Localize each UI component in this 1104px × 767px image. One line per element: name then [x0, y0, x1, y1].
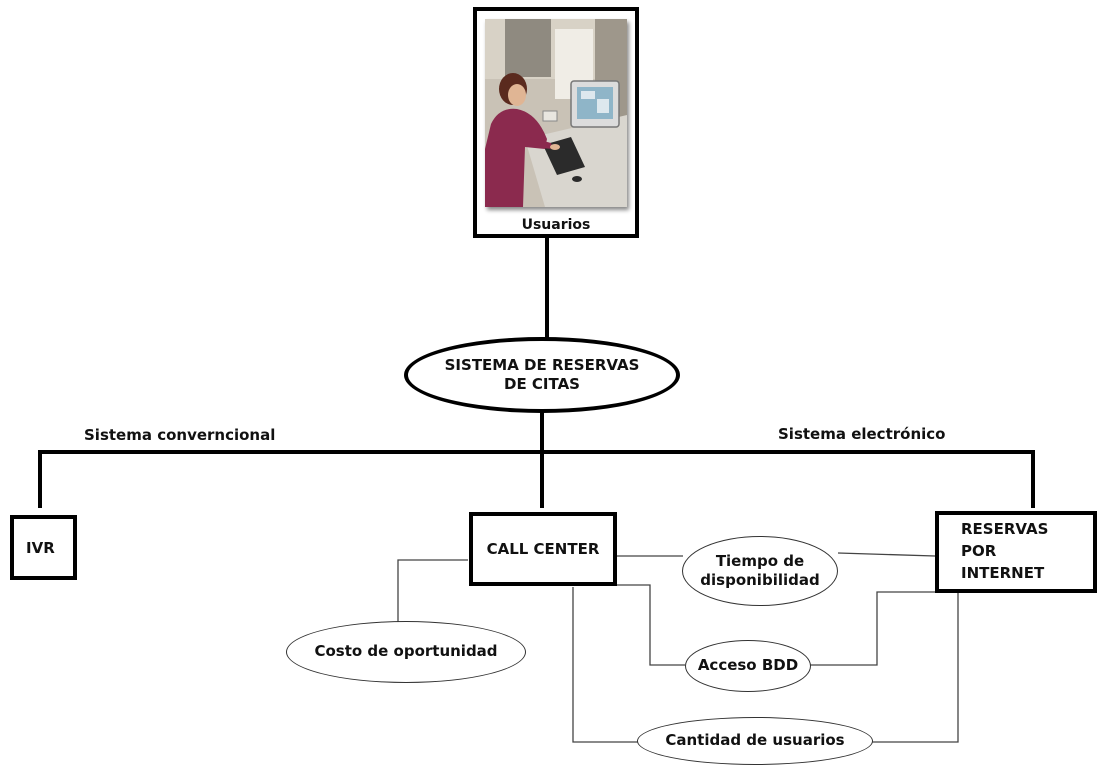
- criterion-costo-label: Costo de oportunidad: [314, 642, 498, 661]
- system-node-label: SISTEMA DE RESERVAS DE CITAS: [444, 355, 640, 394]
- users-box: Usuarios: [473, 7, 639, 238]
- users-caption: Usuarios: [521, 217, 591, 233]
- criterion-cantidad: Cantidad de usuarios: [637, 717, 873, 765]
- branch-label-conventional: Sistema converncional: [84, 426, 276, 444]
- connector-acceso-internet: [810, 591, 935, 666]
- criterion-tiempo: Tiempo de disponibilidad: [682, 536, 838, 606]
- internet-node-label: RESERVAS POR INTERNET: [961, 520, 1049, 582]
- criterion-cantidad-label: Cantidad de usuarios: [665, 731, 845, 750]
- ivr-node-label: IVR: [26, 538, 55, 557]
- connector-callcenter-acceso: [615, 584, 685, 666]
- criterion-costo: Costo de oportunidad: [286, 621, 526, 683]
- ivr-node: IVR: [10, 515, 77, 580]
- person-at-computer-icon: [485, 19, 627, 207]
- connector-callcenter-costo: [397, 559, 468, 640]
- internet-node: RESERVAS POR INTERNET: [935, 511, 1097, 593]
- connector-tiempo-internet: [837, 552, 936, 557]
- criterion-acceso: Acceso BDD: [685, 640, 811, 692]
- connector-cantidad-internet: [872, 590, 959, 743]
- call-center-node: CALL CENTER: [469, 512, 617, 586]
- call-center-node-label: CALL CENTER: [486, 540, 600, 558]
- criterion-tiempo-label: Tiempo de disponibilidad: [700, 551, 820, 590]
- connector-callcenter-cantidad: [572, 587, 638, 743]
- system-node: SISTEMA DE RESERVAS DE CITAS: [404, 337, 680, 413]
- criterion-acceso-label: Acceso BDD: [697, 656, 799, 675]
- branch-label-electronic: Sistema electrónico: [778, 425, 946, 443]
- connector-main-bus: [38, 450, 1035, 508]
